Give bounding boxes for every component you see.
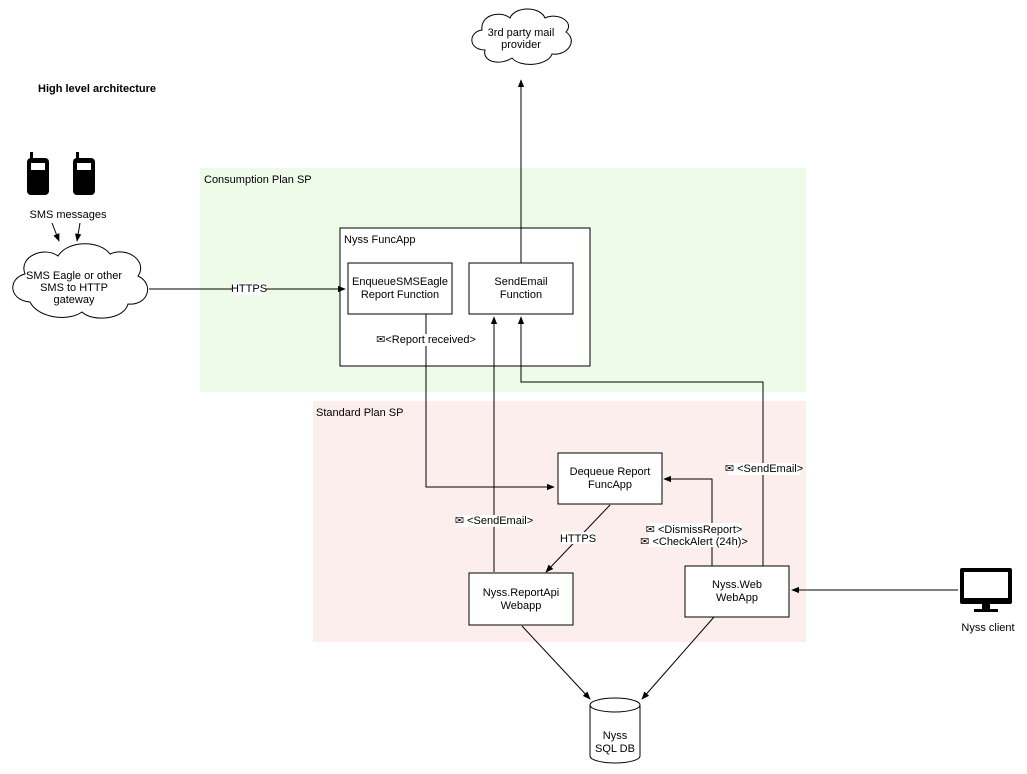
dequeue-funcapp-line1: Dequeue Report (570, 466, 651, 478)
reportapi-webapp-line2: Webapp (501, 600, 542, 612)
db-line1: Nyss (603, 730, 628, 742)
enqueue-to-dequeue-edge (425, 314, 555, 491)
https-gateway-label: HTTPS (231, 283, 267, 295)
sms-edge-right (75, 222, 82, 242)
sms-edge-left (51, 222, 60, 242)
reportapi-webapp-line1: Nyss.ReportApi (483, 587, 559, 599)
check-alert-label: ✉ <CheckAlert (24h)> (640, 536, 748, 548)
send-email-api-label: ✉ <SendEmail> (455, 515, 533, 527)
web-to-db-edge (641, 616, 715, 700)
sendemail-function-box (468, 262, 574, 315)
mail-provider-line2: provider (501, 39, 541, 51)
db-line2: SQL DB (595, 743, 635, 755)
sendemail-function-line2: Function (500, 289, 542, 301)
monitor-icon (960, 568, 1012, 612)
phone-icon (27, 152, 49, 195)
nyss-web-webapp-box (684, 565, 790, 618)
consumption-plan-label: Consumption Plan SP (204, 174, 312, 186)
sms-gateway-line3: gateway (54, 294, 95, 306)
sms-gateway-line2: SMS to HTTP (40, 282, 108, 294)
report-received-label: ✉<Report received> (376, 334, 476, 346)
enqueue-function-box (347, 262, 453, 315)
dequeue-funcapp-line2: FuncApp (588, 479, 632, 491)
mail-provider-cloud (471, 8, 572, 65)
sendemail-function-line1: SendEmail (494, 276, 547, 288)
sms-gateway-cloud (12, 243, 149, 319)
diagram-title: High level architecture (38, 83, 156, 95)
https-dequeue-label: HTTPS (560, 533, 596, 545)
reportapi-to-db-edge (521, 625, 591, 700)
dismiss-report-label: ✉ <DismissReport> (646, 524, 743, 536)
send-email-web-label: ✉ <SendEmail> (725, 463, 803, 475)
dequeue-funcapp-box (557, 452, 663, 505)
nyss-web-webapp-line2: WebApp (716, 592, 758, 604)
nyss-funcapp-label: Nyss FuncApp (344, 234, 416, 246)
reportapi-webapp-box (468, 572, 574, 626)
standard-plan-label: Standard Plan SP (316, 407, 403, 419)
database-icon (589, 697, 641, 764)
nyss-web-webapp-line1: Nyss.Web (712, 579, 762, 591)
enqueue-function-line1: EnqueueSMSEagle (352, 276, 448, 288)
enqueue-function-line2: Report Function (361, 289, 439, 301)
phone-icon (73, 152, 95, 195)
sms-messages-label: SMS messages (29, 209, 107, 221)
sms-gateway-line1: SMS Eagle or other (26, 270, 122, 282)
mail-provider-line1: 3rd party mail (488, 27, 555, 39)
nyss-client-label: Nyss client (961, 622, 1014, 634)
